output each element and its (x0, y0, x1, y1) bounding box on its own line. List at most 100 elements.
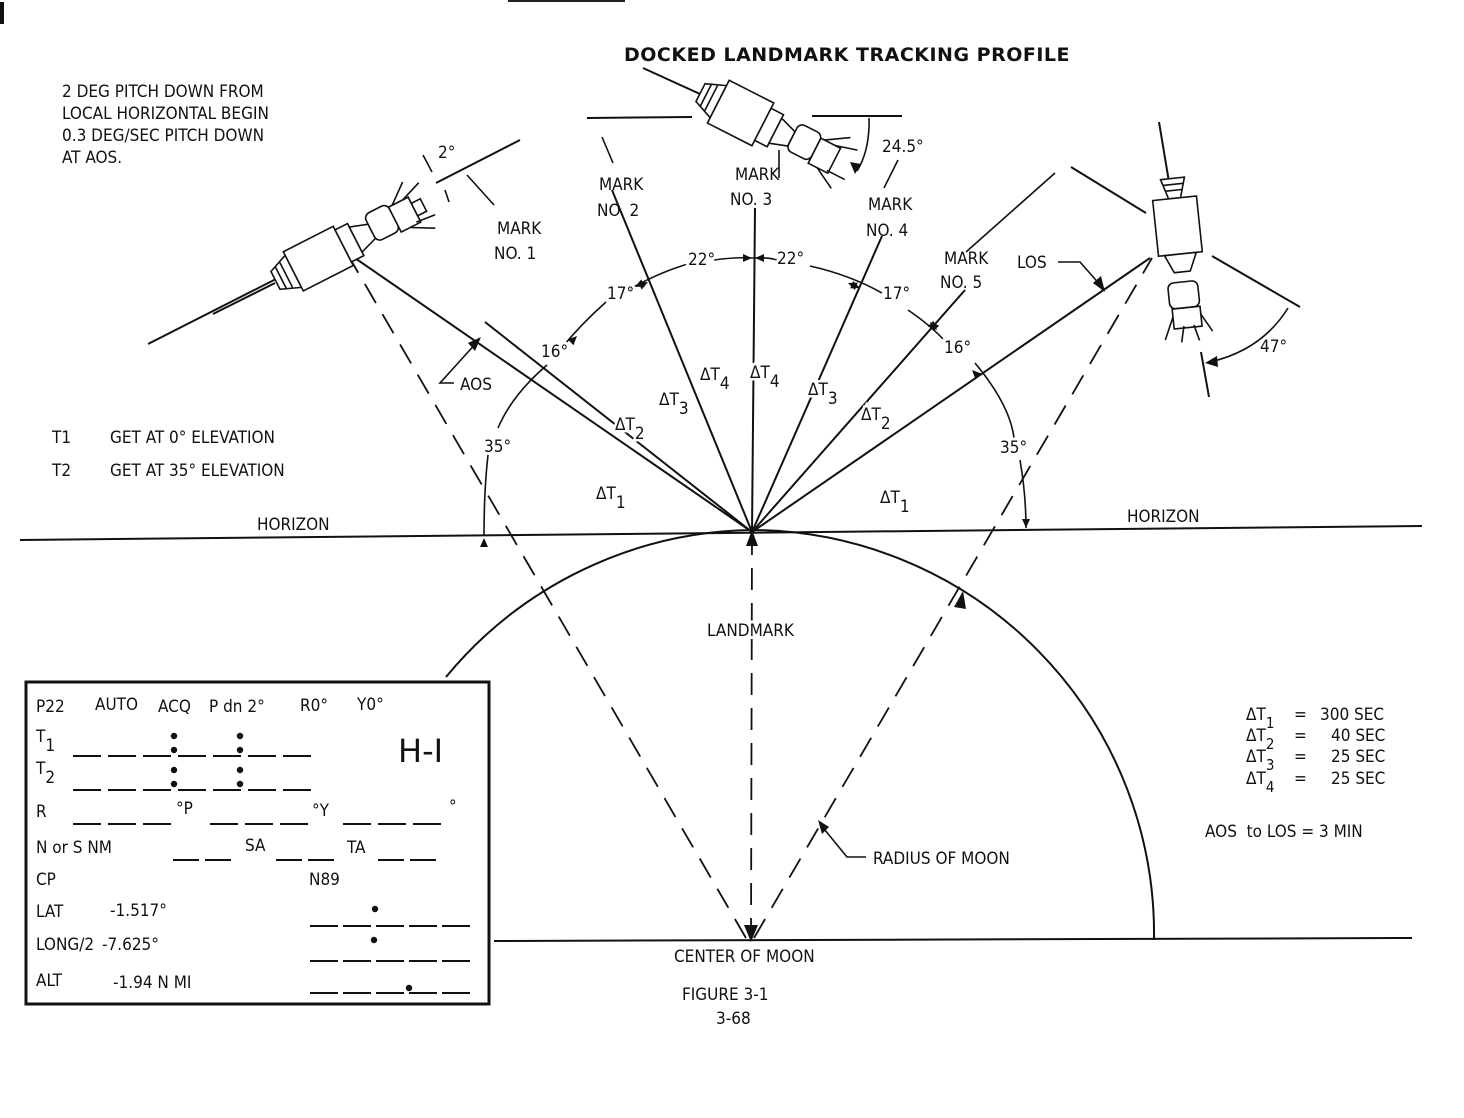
separator-dot (236, 766, 244, 774)
get-key: T2 (51, 461, 71, 481)
get-text: GET AT 35° ELEVATION (110, 461, 285, 481)
mark-leader (601, 136, 614, 164)
pad-t2-field[interactable] (73, 766, 311, 791)
mark-leader (965, 172, 1056, 253)
pitch-angle-2-label: 2° (438, 143, 455, 163)
scan-mark-left (0, 2, 4, 24)
aos-callout-leader (438, 340, 479, 384)
pad-cp-label: CP (36, 870, 56, 890)
separator-dot (170, 746, 178, 754)
pad-y-label: °Y (312, 801, 330, 821)
horizon-label-left: HORIZON (257, 515, 330, 535)
elevation-arc-segment (559, 301, 607, 351)
pad-n89-long-field[interactable] (310, 936, 470, 962)
pitch-arc-47 (1209, 307, 1289, 363)
angle-label-right-35: 35° (1000, 438, 1027, 458)
pad-lat-label: LAT (36, 902, 64, 922)
svg-text:ΔT3: ΔT3 (1246, 747, 1274, 774)
mark-label-line2: NO. 5 (940, 273, 982, 293)
elevation-arc-segment (907, 309, 945, 341)
elevation-arc-segment (809, 265, 883, 294)
arrowhead (480, 538, 488, 547)
horizon-label-right: HORIZON (1127, 507, 1200, 527)
pad-card: P22 AUTO ACQ P dn 2° R0° Y0° H-I T1 T2 R… (24, 680, 491, 1006)
arrowhead (972, 370, 982, 380)
arrowhead (635, 279, 645, 287)
arrowhead (557, 343, 567, 353)
angle-label-left-22: 22° (688, 250, 715, 270)
mark-5: MARK NO. 5 (940, 172, 1056, 293)
angle-label-left-16: 16° (541, 342, 568, 362)
local-horizontal-line (1211, 255, 1301, 308)
spacecraft-axis-line (212, 282, 276, 315)
pad-nm-label: N or S NM (36, 838, 112, 858)
mark-label-line2: NO. 4 (866, 221, 908, 241)
timing-row: ΔT1 = 300 SEC (1246, 705, 1384, 732)
pitch-angle-24-5-label: 24.5° (882, 137, 924, 157)
radius-of-moon-label: RADIUS OF MOON (873, 849, 1010, 869)
separator-dot (170, 766, 178, 774)
angle-label-right-17: 17° (883, 284, 910, 304)
pad-header-yaw: Y0° (356, 695, 384, 715)
angle-label-left-17: 17° (607, 284, 634, 304)
delta-t-left-1: ΔT1 (596, 484, 626, 513)
lunar-module-descent (1171, 305, 1203, 330)
pad-header-program: P22 (36, 697, 65, 717)
spacecraft-mark3: 24.5° (586, 67, 924, 189)
pad-header-pitch: P dn 2° (209, 697, 265, 717)
angle-labels: 35° 16° 17° 22° 22° 17° 16° 35° (481, 246, 1030, 461)
separator-dot (370, 936, 378, 944)
los-label: LOS (1017, 253, 1047, 273)
pad-lat-value: -1.517° (110, 901, 167, 921)
svg-text:25 SEC: 25 SEC (1331, 747, 1385, 767)
pad-n89-lat-field[interactable] (310, 905, 470, 927)
arrowhead (1205, 356, 1218, 367)
pad-n89-label: N89 (309, 870, 340, 890)
center-of-moon-label: CENTER OF MOON (674, 947, 815, 967)
aos-to-los-total: AOS to LOS = 3 MIN (1205, 822, 1363, 842)
mark-label-line1: MARK (497, 219, 542, 239)
separator-dot (170, 780, 178, 788)
arrowhead (468, 337, 481, 351)
arrowhead (818, 820, 829, 834)
pad-t1-field[interactable] (73, 732, 311, 757)
get-text: GET AT 0° ELEVATION (110, 428, 275, 448)
mark-leader (466, 174, 495, 206)
svg-text:40 SEC: 40 SEC (1331, 726, 1385, 746)
pad-alt-value: -1.94 N MI (113, 973, 191, 993)
mark-label-line2: NO. 1 (494, 244, 536, 264)
get-key: T1 (51, 428, 71, 448)
page-number: 3-68 (716, 1009, 751, 1029)
horizon-line (19, 525, 1423, 541)
mark-label-line1: MARK (868, 195, 913, 215)
figure-label: FIGURE 3-1 (682, 985, 768, 1005)
arrowhead (1022, 519, 1030, 528)
lunar-module-ascent (1167, 280, 1201, 310)
delta-t-labels: ΔT1 ΔT2 ΔT3 ΔT4 ΔT4 ΔT3 ΔT2 ΔT1 (596, 361, 910, 518)
elevation-arc-segment (974, 362, 1015, 439)
mark-label-line1: MARK (599, 175, 644, 195)
command-module (1163, 251, 1198, 274)
pad-t1-label: T1 (35, 727, 55, 756)
arrowhead (850, 162, 861, 174)
pitch-angle-47-label: 47° (1260, 337, 1287, 357)
spacecraft-aos: 2° (147, 139, 521, 345)
mark-leader (883, 159, 899, 189)
arrowhead (746, 530, 758, 546)
arrowhead (1093, 276, 1105, 292)
pad-n89-alt-field[interactable] (310, 984, 470, 994)
mark-label-line1: MARK (944, 249, 989, 269)
svg-text:ΔT4: ΔT4 (1246, 769, 1274, 796)
pad-id: H-I (398, 732, 443, 770)
delta-t-right-3: ΔT3 (808, 380, 838, 409)
local-horizontal-line (586, 116, 693, 119)
spacecraft-axis-line (642, 67, 701, 95)
service-module (1151, 195, 1204, 258)
delta-t-left-3: ΔT3 (659, 390, 689, 419)
diagram-title: DOCKED LANDMARK TRACKING PROFILE (624, 44, 1070, 66)
get-legend: T1 GET AT 0° ELEVATION T2 GET AT 35° ELE… (51, 428, 285, 481)
pad-header-mode: AUTO (95, 695, 138, 715)
note-line: 2 DEG PITCH DOWN FROM (62, 82, 264, 102)
svg-text:300 SEC: 300 SEC (1320, 705, 1384, 725)
pad-long-value: -7.625° (102, 935, 159, 955)
